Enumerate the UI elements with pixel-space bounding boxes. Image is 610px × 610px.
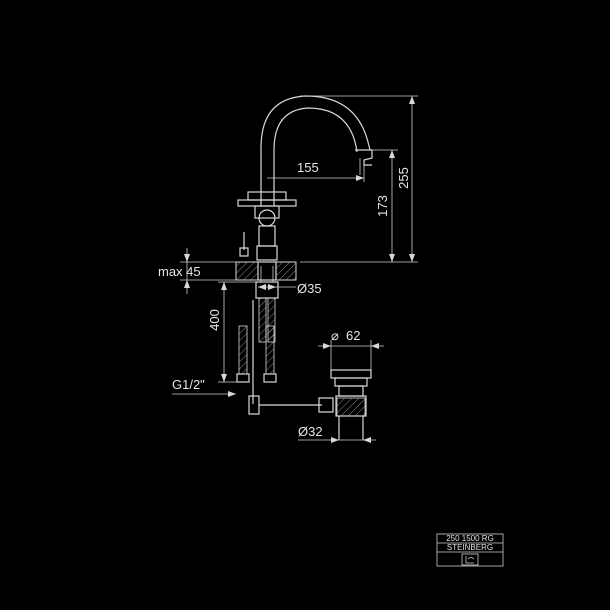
brand-name: STEINBERG (447, 543, 493, 552)
label-reach: 155 (297, 160, 319, 175)
label-hose-length: 400 (207, 309, 222, 331)
waste-valve (318, 369, 372, 440)
under-deck-assembly (236, 281, 322, 415)
dimension-max-deck (180, 248, 236, 294)
article-number: 250 1500 RG (446, 534, 494, 543)
dimension-thread (172, 391, 236, 397)
deck-section (235, 261, 297, 282)
label-max-deck: max 45 (158, 264, 201, 279)
brand-logo-icon (461, 553, 479, 566)
faucet-handles (237, 191, 297, 261)
label-flange-diameter: 62 (346, 328, 360, 343)
dimension-hole (258, 284, 296, 290)
label-hole-diameter: Ø35 (297, 281, 322, 296)
title-block: 250 1500 RG STEINBERG (436, 533, 504, 567)
dimension-outlet-height (372, 149, 398, 262)
label-outlet-height: 173 (375, 195, 390, 217)
dimension-flange (318, 340, 384, 370)
label-flange-diameter-symbol: ⌀ (331, 328, 339, 343)
faucet-spout (260, 95, 373, 206)
label-thread: G1/2" (172, 377, 205, 392)
dimension-waste (298, 437, 376, 443)
dimension-total-height (300, 95, 418, 263)
dimension-hose-length (218, 281, 256, 383)
dimension-reach (267, 165, 365, 182)
label-total-height: 255 (396, 167, 411, 189)
label-waste-diameter: Ø32 (298, 424, 323, 439)
